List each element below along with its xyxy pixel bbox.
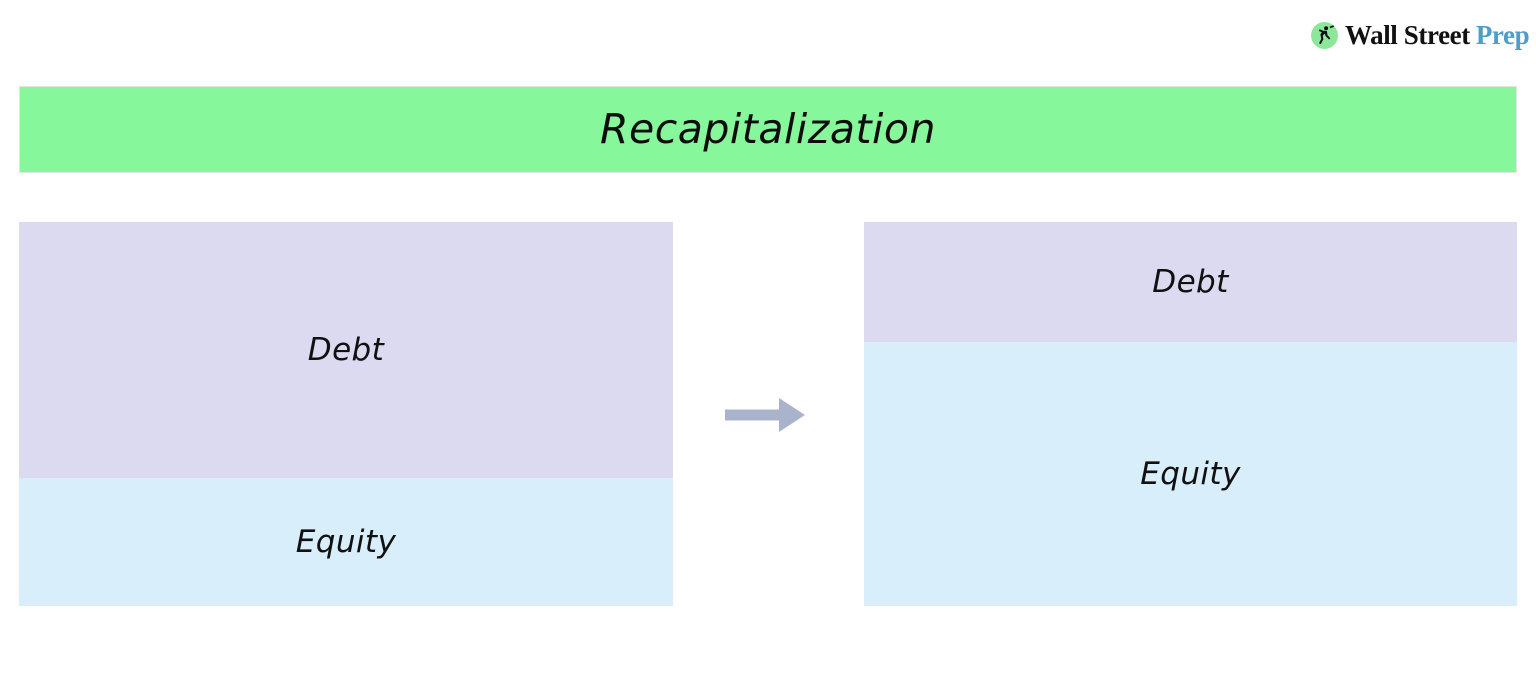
page-title: Recapitalization	[600, 105, 936, 153]
segment-label: Equity	[295, 523, 397, 560]
capital-structure-before: Debt Equity	[19, 222, 673, 606]
segment-equity-before: Equity	[19, 478, 673, 606]
title-banner: Recapitalization	[19, 86, 1517, 173]
brand-name-primary: Wall Street	[1345, 19, 1470, 50]
segment-label: Debt	[307, 331, 385, 368]
segment-debt-after: Debt	[864, 222, 1517, 342]
segment-debt-before: Debt	[19, 222, 673, 478]
brand-name-accent: Prep	[1475, 19, 1530, 50]
running-figure-circle-icon	[1311, 21, 1338, 49]
segment-label: Debt	[1152, 263, 1229, 300]
segment-label: Equity	[1140, 455, 1241, 492]
right-arrow-icon	[725, 398, 805, 432]
segment-equity-after: Equity	[864, 342, 1517, 606]
capital-structure-after: Debt Equity	[864, 222, 1517, 606]
